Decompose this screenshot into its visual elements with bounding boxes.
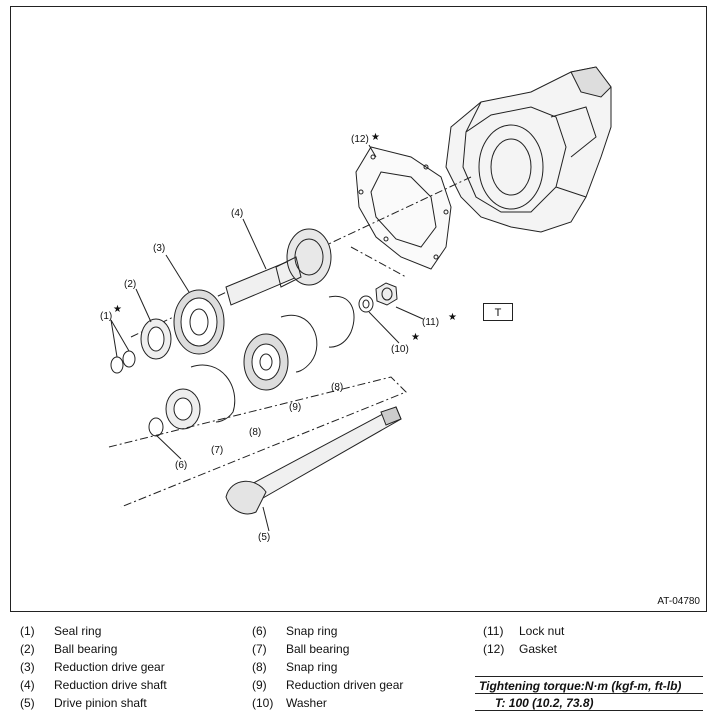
figure-id: AT-04780 xyxy=(657,596,700,607)
legend-number: (4) xyxy=(20,678,35,692)
legend-item: (11) Lock nut xyxy=(483,622,564,640)
callout-2: (2) xyxy=(124,279,136,290)
legend-number: (6) xyxy=(252,624,267,638)
diagram-frame: (1) (2) (3) (4) (5) (6) (7) (8) (8) (9) … xyxy=(10,6,707,612)
legend-name: Ball bearing xyxy=(54,642,118,656)
callout-5: (5) xyxy=(258,532,270,543)
legend-number: (10) xyxy=(252,696,274,710)
callout-12: (12) xyxy=(351,134,369,145)
callout-8-upper: (8) xyxy=(331,382,343,393)
torque-note: Tightening torque:N·m (kgf-m, ft-lb) T: … xyxy=(475,676,703,711)
snap-ring-8-front xyxy=(190,364,236,423)
star-12: ★ xyxy=(371,132,380,143)
legend-name: Ball bearing xyxy=(286,642,350,656)
callout-1: (1) xyxy=(100,311,112,322)
callout-9: (9) xyxy=(289,402,301,413)
legend-item: (7) Ball bearing xyxy=(252,640,403,658)
legend-number: (1) xyxy=(20,624,35,638)
legend-number: (5) xyxy=(20,696,35,710)
callout-10: (10) xyxy=(391,344,409,355)
ball-bearing-2 xyxy=(140,318,172,360)
torque-box-T: T xyxy=(483,303,513,321)
star-11: ★ xyxy=(448,312,457,323)
legend-name: Reduction driven gear xyxy=(286,678,404,692)
gasket-12 xyxy=(355,146,452,270)
legend-item: (5) Drive pinion shaft xyxy=(20,694,167,712)
extension-case-housing xyxy=(445,66,612,233)
callout-7: (7) xyxy=(211,445,223,456)
legend-column-3: (11) Lock nut (12) Gasket xyxy=(483,622,564,658)
legend-name: Seal ring xyxy=(54,624,102,638)
legend-number: (8) xyxy=(252,660,267,674)
legend-name: Drive pinion shaft xyxy=(54,696,147,710)
legend-item: (10) Washer xyxy=(252,694,403,712)
callout-4: (4) xyxy=(231,208,243,219)
legend-column-1: (1) Seal ring (2) Ball bearing (3) Reductio… xyxy=(20,622,167,712)
snap-ring-6 xyxy=(148,417,164,437)
legend-number: (2) xyxy=(20,642,35,656)
callout-3: (3) xyxy=(153,243,165,254)
lock-nut-11 xyxy=(375,282,398,306)
seal-rings-1 xyxy=(110,350,136,374)
legend-name: Snap ring xyxy=(286,660,338,674)
legend-item: (8) Snap ring xyxy=(252,658,403,676)
snap-ring-8-lower xyxy=(280,314,318,373)
legend-name: Reduction drive gear xyxy=(54,660,165,674)
callout-6: (6) xyxy=(175,460,187,471)
washer-10 xyxy=(358,295,374,313)
reduction-drive-shaft-4 xyxy=(225,228,332,306)
legend-name: Reduction drive shaft xyxy=(54,678,167,692)
star-1: ★ xyxy=(113,304,122,315)
reduction-driven-gear-9 xyxy=(243,333,289,391)
callout-11: (11) xyxy=(422,317,439,328)
legend-name: Washer xyxy=(286,696,327,710)
legend-item: (4) Reduction drive shaft xyxy=(20,676,167,694)
legend-number: (12) xyxy=(483,642,505,656)
legend-number: (9) xyxy=(252,678,267,692)
snap-ring-8-upper xyxy=(328,295,355,348)
legend-number: (7) xyxy=(252,642,267,656)
legend-item: (2) Ball bearing xyxy=(20,640,167,658)
exploded-view-diagram: (1) (2) (3) (4) (5) (6) (7) (8) (8) (9) … xyxy=(100,66,612,543)
star-10: ★ xyxy=(411,332,420,343)
legend-number: (11) xyxy=(483,624,504,638)
legend-item: (1) Seal ring xyxy=(20,622,167,640)
legend-name: Gasket xyxy=(519,642,558,656)
legend-name: Lock nut xyxy=(519,624,565,638)
ball-bearing-7 xyxy=(165,388,201,430)
reduction-drive-gear-3 xyxy=(173,289,225,355)
legend-item: (9) Reduction driven gear xyxy=(252,676,403,694)
torque-heading: Tightening torque:N·m (kgf-m, ft-lb) xyxy=(475,676,703,693)
legend-number: (3) xyxy=(20,660,35,674)
legend-name: Snap ring xyxy=(286,624,338,638)
legend-item: (6) Snap ring xyxy=(252,622,403,640)
legend-item: (3) Reduction drive gear xyxy=(20,658,167,676)
legend-column-2: (6) Snap ring (7) Ball bearing (8) Snap rin… xyxy=(252,622,403,712)
callout-8-lower: (8) xyxy=(249,427,261,438)
torque-value: T: 100 (10.2, 73.8) xyxy=(475,693,703,711)
legend-item: (12) Gasket xyxy=(483,640,564,658)
drive-pinion-shaft-5 xyxy=(225,406,402,515)
